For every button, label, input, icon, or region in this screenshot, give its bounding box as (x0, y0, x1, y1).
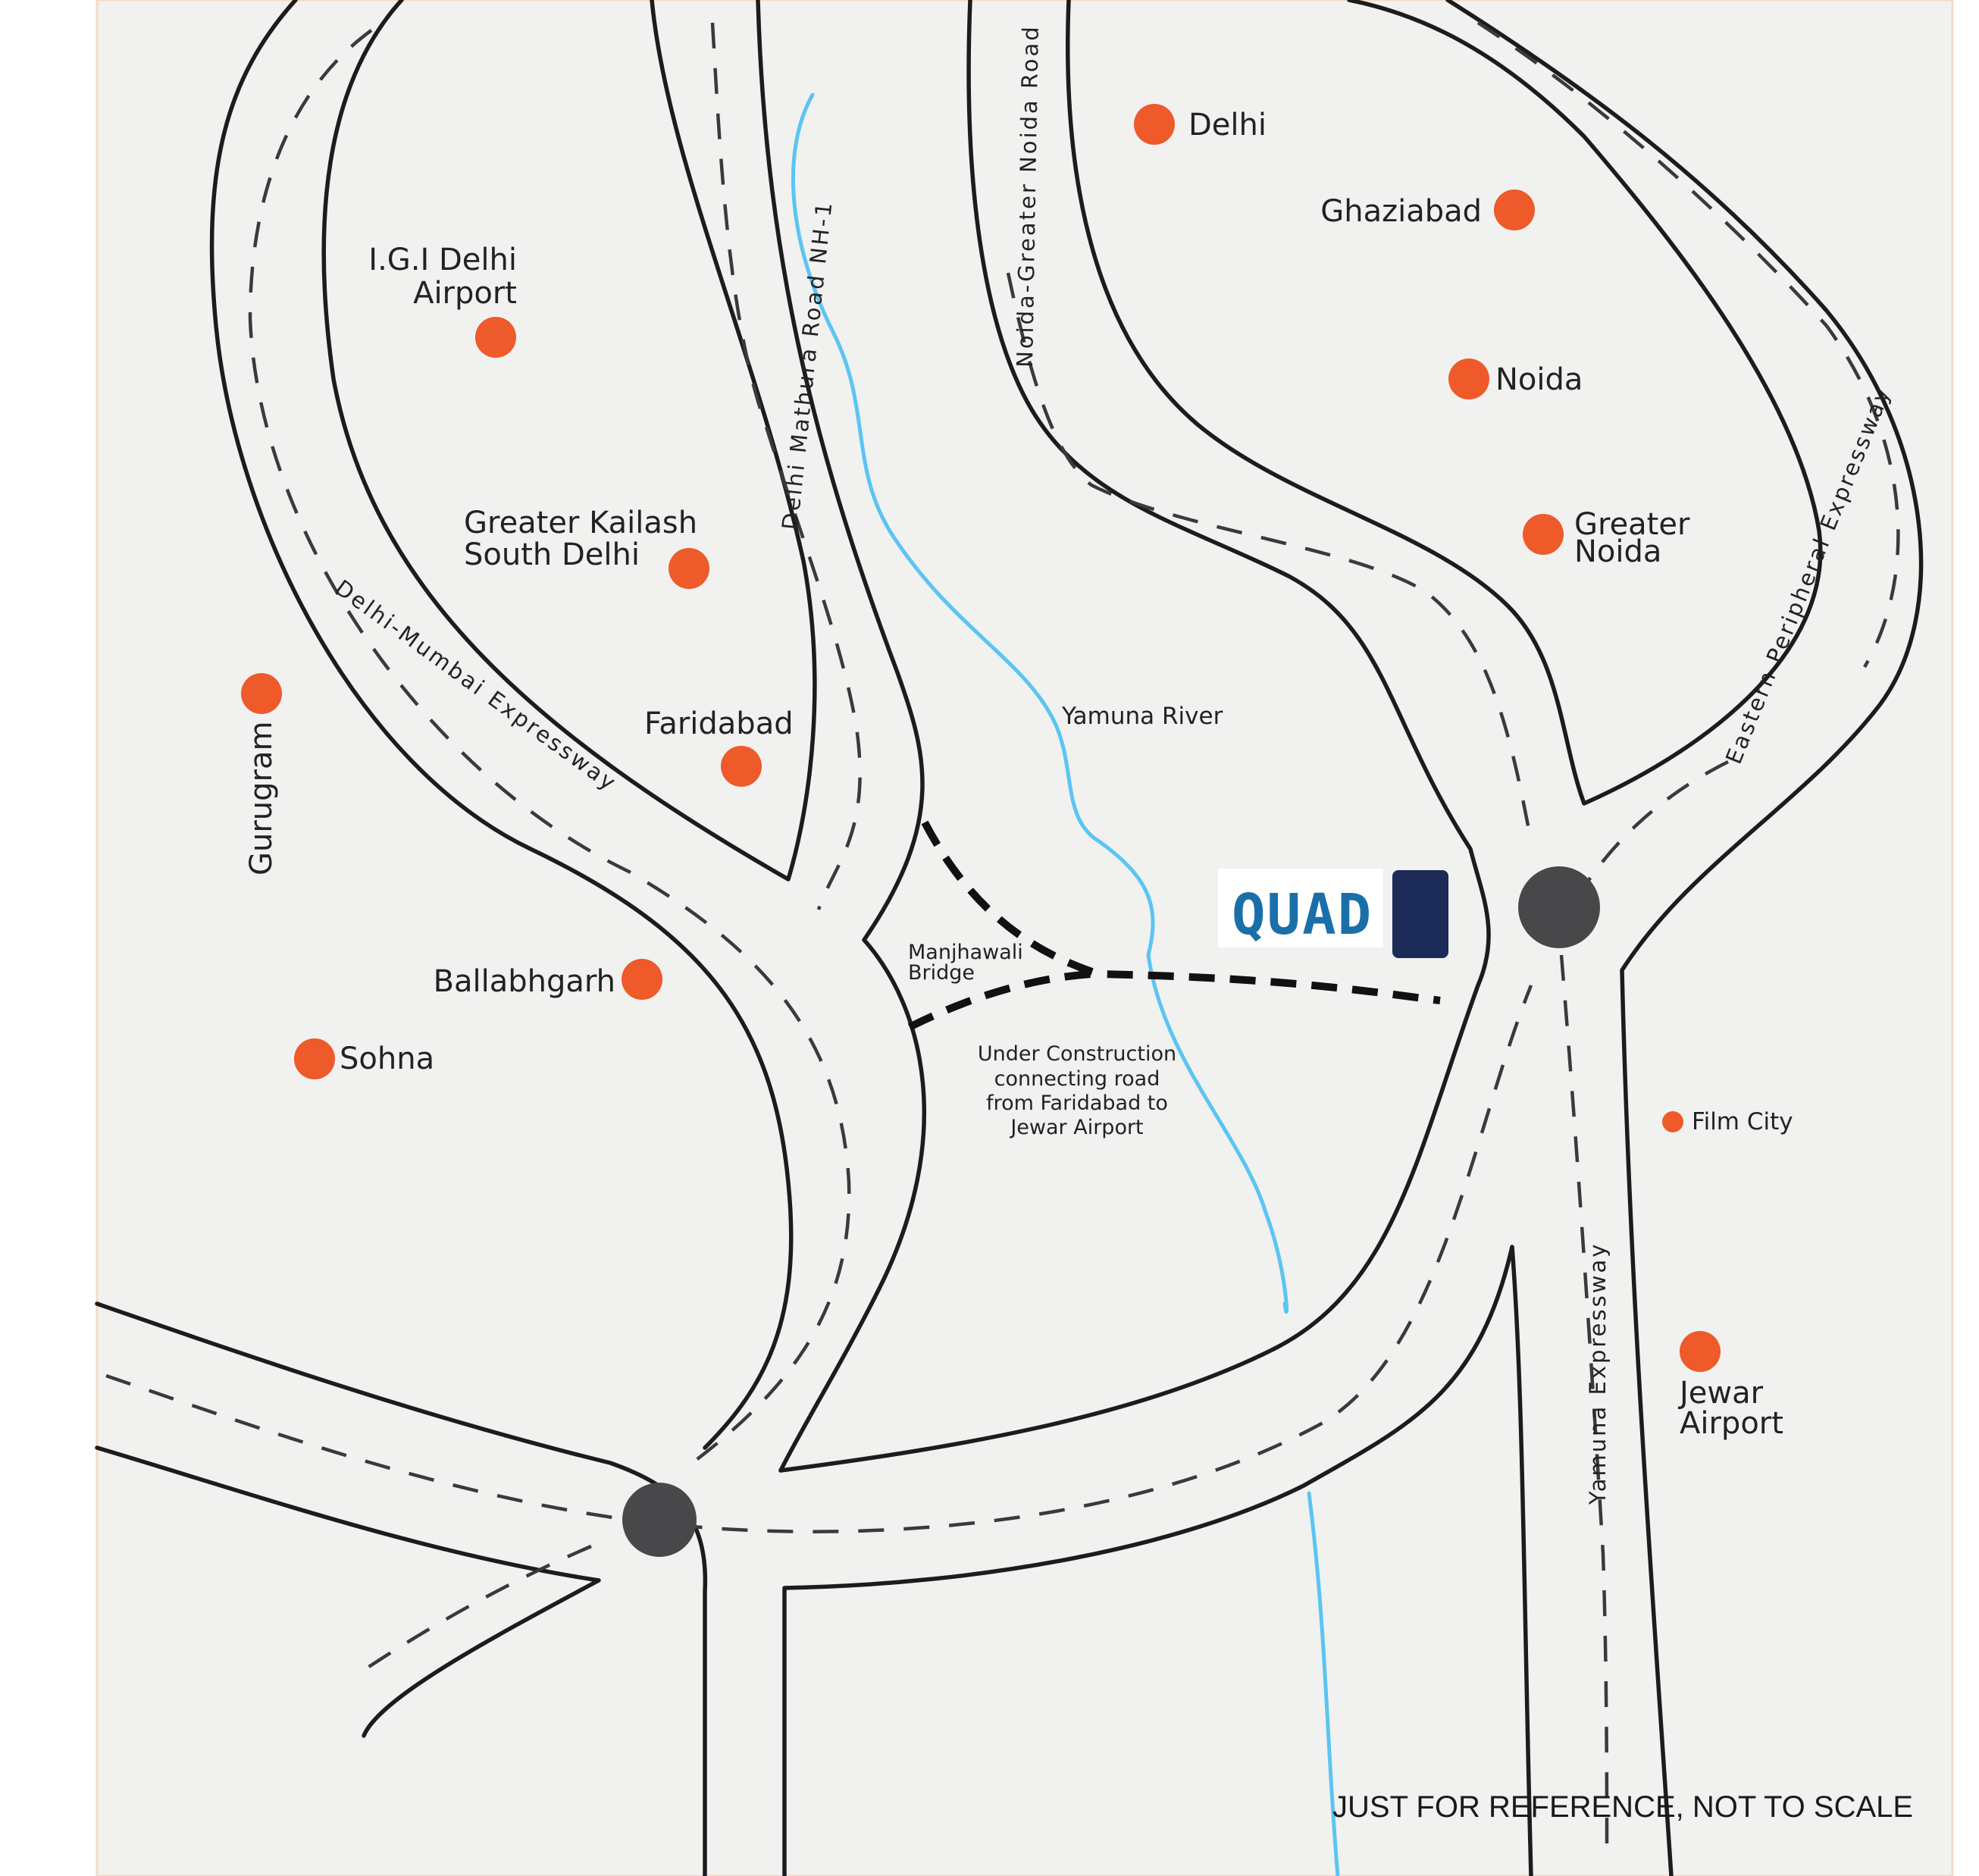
quad-logo: QUAD (1218, 869, 1448, 958)
label-faridabad: Faridabad (644, 706, 794, 741)
road-edge (782, 1245, 1533, 1876)
logo-text: QUAD (1232, 882, 1373, 947)
road-edge (778, 0, 1491, 1473)
label-gk-line1: Greater Kailash (464, 506, 697, 540)
under-construction-road-west (907, 970, 1092, 1031)
label-delhi: Delhi (1188, 108, 1267, 143)
label-ballabhgarh: Ballabhgarh (434, 964, 615, 999)
place-dot-ghaziabad (1494, 189, 1535, 230)
label-gurugram: Gurugram (244, 722, 279, 875)
place-dot-greater-noida (1523, 514, 1564, 555)
place-dot-sohna (294, 1038, 335, 1079)
label-greater-noida-line1: Greater (1574, 507, 1690, 542)
road-label-noida-greater-noida: Noida-Greater Noida Road (1012, 24, 1044, 368)
label-noida: Noida (1495, 362, 1583, 397)
place-dot-jewar-airport (1680, 1331, 1721, 1372)
label-uc-line3: from Faridabad to (986, 1091, 1168, 1115)
road-edge (1066, 0, 1823, 806)
label-jewar-line2: Airport (1680, 1406, 1783, 1441)
place-dot-delhi (1134, 104, 1175, 145)
label-gk-line2: South Delhi (464, 537, 640, 572)
road-edge (95, 1445, 601, 1738)
road-centerline (248, 29, 851, 1472)
place-dot-igi-airport (475, 317, 516, 358)
road-centerline (1476, 21, 1900, 669)
road-edge (756, 0, 927, 1473)
logo-background (1218, 869, 1383, 947)
label-bridge-line1: Manjhawali (908, 941, 1023, 964)
label-jewar-line1: Jewar (1677, 1376, 1764, 1411)
yamuna-river (791, 92, 1289, 1314)
label-ghaziabad: Ghaziabad (1320, 194, 1482, 229)
place-dot-faridabad (721, 746, 762, 787)
interchange-hub-east (1518, 866, 1600, 948)
label-uc-line1: Under Construction (978, 1042, 1176, 1066)
project-marker-icon (1392, 870, 1448, 958)
road-edge (321, 0, 817, 882)
disclaimer: JUST FOR REFERENCE, NOT TO SCALE (1332, 1790, 1913, 1824)
road-centerlines (105, 21, 1900, 1858)
road-label-yamuna-expressway: Yamuna Expressway (1585, 1242, 1611, 1505)
label-uc-line2: connecting road (994, 1067, 1160, 1091)
place-dot-ballabhgarh (622, 959, 662, 1000)
road-centerline (710, 22, 862, 910)
road-edge (209, 0, 794, 1450)
place-dot-film-city (1662, 1111, 1683, 1132)
label-film-city: Film City (1692, 1108, 1793, 1135)
road-centerline (1006, 272, 1533, 842)
yamuna-river-lower (1307, 1491, 1340, 1876)
label-igi-line1: I.G.I Delhi (368, 243, 517, 277)
road-centerline (105, 985, 1533, 1533)
label-sohna: Sohna (340, 1041, 434, 1076)
place-dot-noida (1448, 359, 1489, 399)
road-centerline (355, 1544, 592, 1677)
road-edge (1445, 0, 1924, 1876)
label-greater-noida-line2: Noida (1574, 534, 1661, 569)
place-dot-gurugram (241, 673, 282, 714)
label-yamuna-river: Yamuna River (1061, 703, 1223, 730)
place-dot-greater-kailash (669, 548, 709, 589)
under-construction-road (921, 820, 1441, 1004)
interchange-hub-southwest (622, 1483, 697, 1557)
label-igi-line2: Airport (413, 276, 517, 311)
road-centerline (1559, 954, 1609, 1858)
label-bridge-line2: Bridge (908, 961, 975, 985)
label-uc-line4: Jewar Airport (1009, 1116, 1143, 1139)
road-centerline (1583, 759, 1730, 888)
